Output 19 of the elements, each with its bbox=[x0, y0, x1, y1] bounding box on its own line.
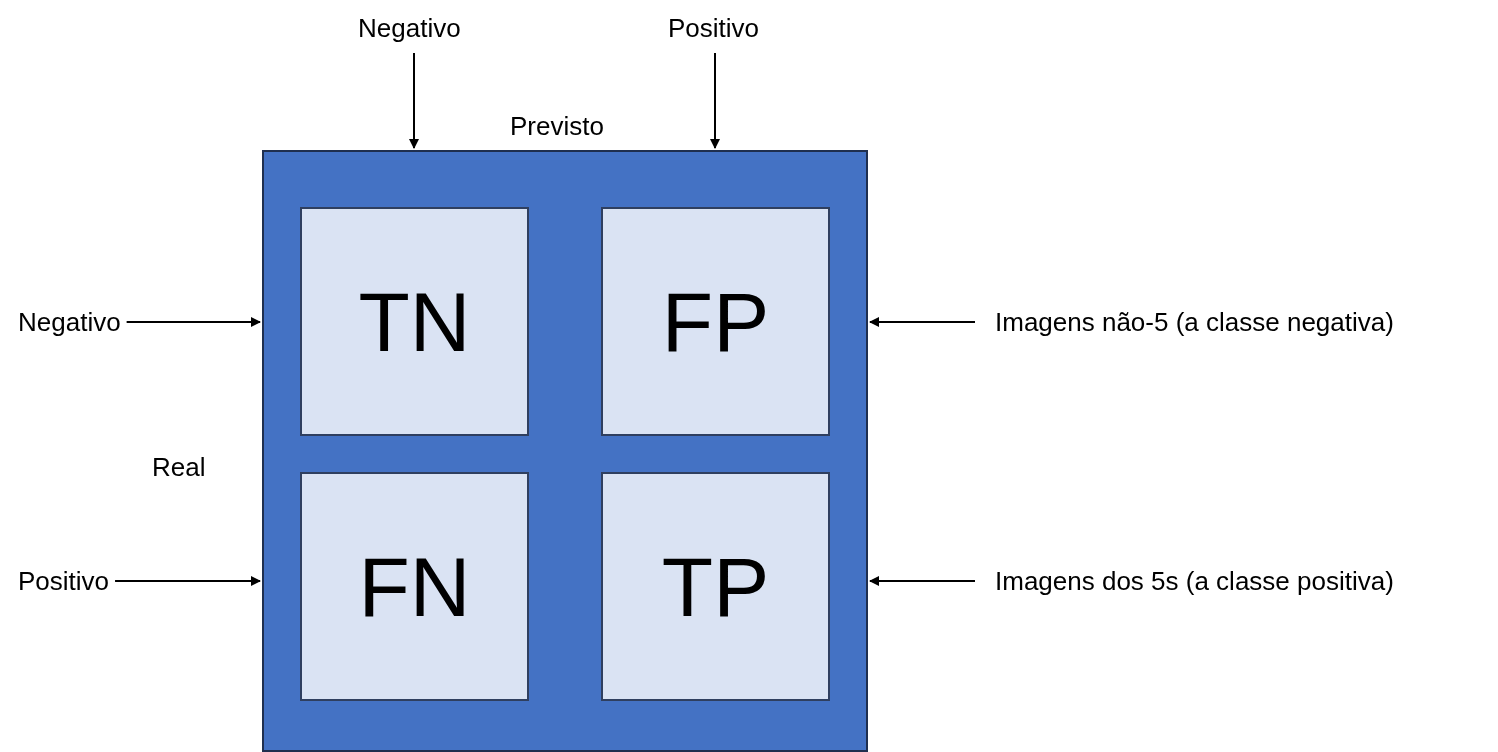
matrix-cell: TN bbox=[300, 207, 529, 436]
arrow bbox=[869, 576, 976, 586]
axis-title: Previsto bbox=[510, 111, 604, 141]
matrix-panel bbox=[262, 150, 868, 752]
matrix-cell: FP bbox=[601, 207, 830, 436]
axis-label: Positivo bbox=[18, 566, 110, 596]
arrow bbox=[710, 52, 720, 149]
arrow bbox=[125, 317, 261, 327]
axis-label: Imagens não-5 (a classe negativa) bbox=[995, 307, 1394, 337]
axis-title: Real bbox=[152, 452, 206, 482]
arrow bbox=[409, 52, 419, 149]
matrix-cell: FN bbox=[300, 472, 529, 701]
axis-label: Imagens dos 5s (a classe positiva) bbox=[995, 566, 1394, 596]
axis-label: Positivo bbox=[668, 13, 760, 43]
axis-label: Negativo bbox=[358, 13, 461, 43]
arrow bbox=[869, 317, 976, 327]
axis-label: Negativo bbox=[18, 307, 121, 337]
matrix-cell: TP bbox=[601, 472, 830, 701]
arrow bbox=[114, 576, 261, 586]
